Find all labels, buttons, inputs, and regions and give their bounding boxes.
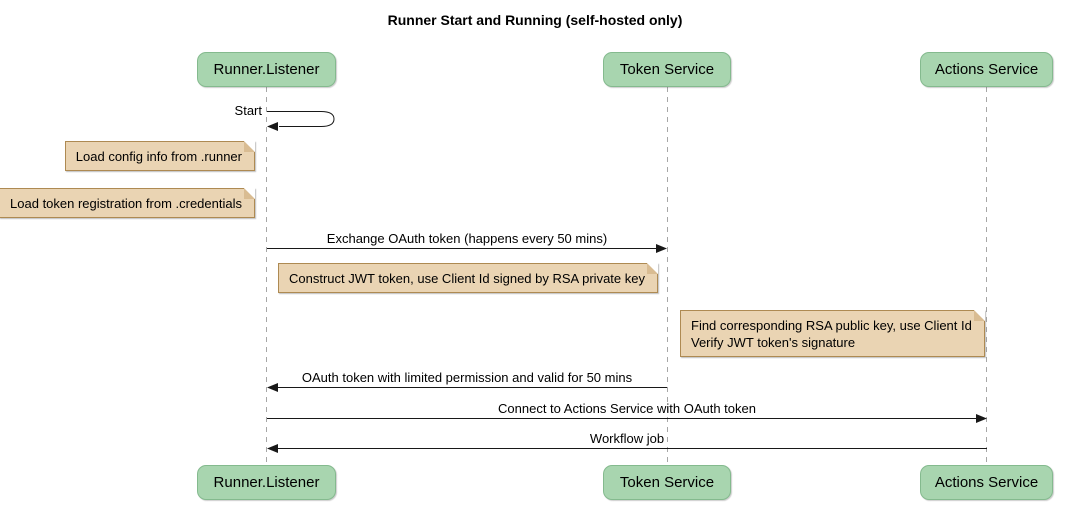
participant-actions-service-top: Actions Service	[920, 52, 1053, 87]
note-fold-icon	[244, 188, 255, 199]
participant-actions-service-bottom: Actions Service	[920, 465, 1053, 500]
participant-runner-listener-bottom: Runner.Listener	[197, 465, 336, 500]
message-label-connect-actions: Connect to Actions Service with OAuth to…	[498, 401, 756, 416]
note-text: Load token registration from .credential…	[10, 196, 242, 211]
note-load-token-registration: Load token registration from .credential…	[0, 188, 255, 218]
note-fold-icon	[244, 141, 255, 152]
message-label-workflow-job: Workflow job	[589, 431, 665, 446]
note-verify-jwt: Find corresponding RSA public key, use C…	[680, 310, 985, 357]
note-fold-icon	[646, 263, 658, 274]
message-label-start: Start	[234, 103, 262, 118]
note-text-line2: Verify JWT token's signature	[691, 335, 856, 350]
diagram-title: Runner Start and Running (self-hosted on…	[387, 12, 683, 28]
message-label-oauth-token: OAuth token with limited permission and …	[301, 370, 633, 385]
note-construct-jwt: Construct JWT token, use Client Id signe…	[278, 263, 658, 293]
note-load-config: Load config info from .runner	[64, 141, 255, 171]
note-text-line1: Find corresponding RSA public key, use C…	[691, 318, 972, 333]
self-message-start-line	[267, 111, 335, 127]
note-text: Construct JWT token, use Client Id signe…	[289, 271, 645, 286]
note-text: Load config info from .runner	[75, 149, 242, 164]
self-message-start-arrowhead	[267, 122, 278, 131]
participant-token-service-bottom: Token Service	[603, 465, 731, 500]
participant-token-service-top: Token Service	[603, 52, 731, 87]
message-label-exchange-oauth: Exchange OAuth token (happens every 50 m…	[326, 231, 608, 246]
participant-runner-listener-top: Runner.Listener	[197, 52, 336, 87]
note-fold-icon	[973, 310, 985, 321]
